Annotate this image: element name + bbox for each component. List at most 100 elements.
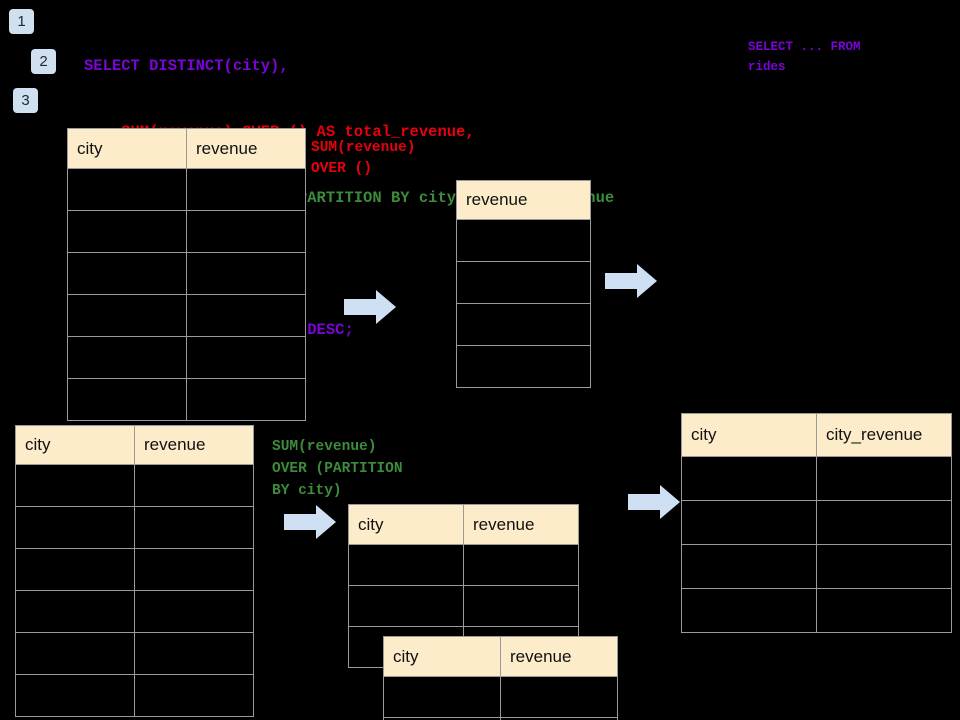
table-row xyxy=(681,456,952,501)
column-header-city: city xyxy=(15,425,135,465)
step-badge-2[interactable]: 2 xyxy=(31,49,56,74)
cell-revenue xyxy=(134,464,254,507)
table-row xyxy=(456,345,591,388)
cell-revenue xyxy=(186,294,306,337)
cell-city xyxy=(15,506,135,549)
table-row xyxy=(383,717,618,720)
annotation-sum-over-empty: SUM(revenue) OVER () xyxy=(311,140,416,177)
city-revenue-result-table: city city_revenue xyxy=(681,413,952,633)
cell-revenue xyxy=(463,544,579,586)
cell-city xyxy=(681,588,817,633)
table-row xyxy=(681,588,952,633)
cell-revenue xyxy=(186,378,306,421)
cell-city xyxy=(681,456,817,501)
cell-city xyxy=(681,544,817,589)
table-row xyxy=(383,676,618,718)
cell-city xyxy=(348,544,464,586)
arrow-partition-to-result xyxy=(628,485,680,519)
cell-revenue xyxy=(186,336,306,379)
total-revenue-table: revenue xyxy=(456,180,591,388)
cell-city xyxy=(67,252,187,295)
table-row xyxy=(67,294,306,337)
column-header-city: city xyxy=(681,413,817,457)
cell-revenue xyxy=(134,506,254,549)
table-row xyxy=(67,336,306,379)
column-header-city-revenue: city_revenue xyxy=(816,413,952,457)
cell-city xyxy=(67,336,187,379)
column-header-city: city xyxy=(67,128,187,169)
cell-city xyxy=(15,548,135,591)
column-header-revenue: revenue xyxy=(134,425,254,465)
table-row xyxy=(456,219,591,262)
cell-revenue xyxy=(134,632,254,675)
table-row xyxy=(456,261,591,304)
arrow-total-to-result xyxy=(605,264,657,298)
partition-group-a-table: city revenue xyxy=(348,504,579,668)
cell-city xyxy=(67,210,187,253)
table-row xyxy=(67,168,306,211)
cell-city xyxy=(15,590,135,633)
table-header-row: city revenue xyxy=(348,504,579,545)
cell-revenue xyxy=(134,590,254,633)
step-badge-1[interactable]: 1 xyxy=(9,9,34,34)
rides-partition-source-table: city revenue xyxy=(15,425,254,717)
arrow-source-to-total xyxy=(344,290,396,324)
step-badge-1-label: 1 xyxy=(17,13,26,30)
table-row xyxy=(456,303,591,346)
cell-city xyxy=(348,585,464,627)
rides-source-table: city revenue xyxy=(67,128,306,421)
annotation-sum-over-partition: SUM(revenue) OVER (PARTITION BY city) xyxy=(272,439,403,499)
cell-city xyxy=(15,632,135,675)
table-row xyxy=(67,378,306,421)
cell-revenue xyxy=(186,210,306,253)
cell-city xyxy=(67,378,187,421)
cell-revenue xyxy=(134,674,254,717)
cell-revenue xyxy=(463,585,579,627)
cell-city xyxy=(15,464,135,507)
arrow-source-to-partition xyxy=(284,505,336,539)
column-header-revenue: revenue xyxy=(186,128,306,169)
column-header-revenue: revenue xyxy=(463,504,579,545)
table-header-row: city revenue xyxy=(383,636,618,677)
column-header-revenue: revenue xyxy=(500,636,618,677)
cell-revenue xyxy=(500,717,618,720)
cell-city-revenue xyxy=(816,456,952,501)
table-row xyxy=(15,548,254,591)
cell-revenue xyxy=(186,252,306,295)
table-header-row: city revenue xyxy=(15,425,254,465)
table-row xyxy=(348,544,579,586)
column-header-city: city xyxy=(383,636,501,677)
sql-line-select: SELECT DISTINCT(city), xyxy=(84,57,289,75)
cell-revenue xyxy=(456,303,591,346)
table-row xyxy=(15,590,254,633)
cell-city xyxy=(67,168,187,211)
cell-city-revenue xyxy=(816,500,952,545)
cell-revenue xyxy=(186,168,306,211)
cell-city-revenue xyxy=(816,544,952,589)
step-badge-3[interactable]: 3 xyxy=(13,88,38,113)
table-row xyxy=(15,674,254,717)
table-row xyxy=(681,500,952,545)
table-row xyxy=(15,506,254,549)
cell-city xyxy=(681,500,817,545)
table-row xyxy=(681,544,952,589)
cell-revenue xyxy=(456,261,591,304)
cell-city xyxy=(15,674,135,717)
cell-city-revenue xyxy=(816,588,952,633)
table-header-row: city revenue xyxy=(67,128,306,169)
partition-group-b-table: city revenue xyxy=(383,636,618,720)
table-row xyxy=(67,252,306,295)
table-header-row: revenue xyxy=(456,180,591,220)
cell-city xyxy=(67,294,187,337)
step-badge-3-label: 3 xyxy=(21,92,30,109)
table-row xyxy=(15,464,254,507)
table-row xyxy=(348,585,579,627)
cell-revenue xyxy=(500,676,618,718)
annotation-select-from-rides: SELECT ... FROM rides xyxy=(748,40,861,74)
table-row xyxy=(15,632,254,675)
table-row xyxy=(67,210,306,253)
column-header-revenue: revenue xyxy=(456,180,591,220)
step-badge-2-label: 2 xyxy=(39,53,48,70)
cell-revenue xyxy=(134,548,254,591)
